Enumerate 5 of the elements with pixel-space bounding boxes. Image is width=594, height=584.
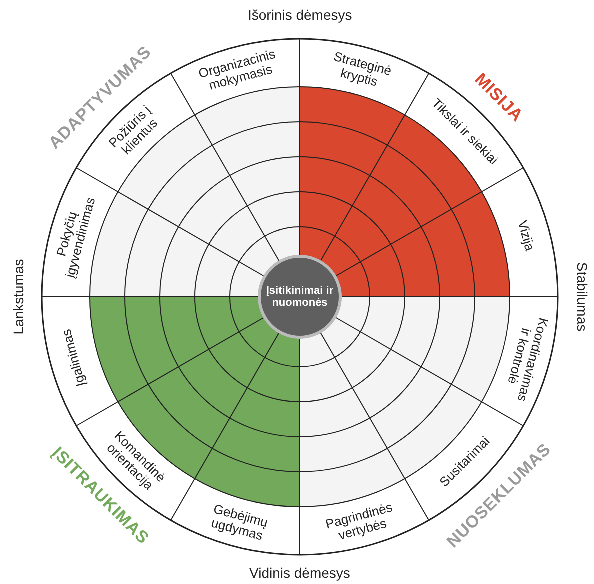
axis-label: Stabilumas: [574, 262, 590, 332]
axis-label: Vidinis dėmesys: [250, 565, 350, 581]
axis-label: Lankstumas: [10, 259, 26, 335]
segment-label: Vizija: [506, 188, 546, 285]
axis-label: Išorinis dėmesys: [248, 7, 352, 23]
